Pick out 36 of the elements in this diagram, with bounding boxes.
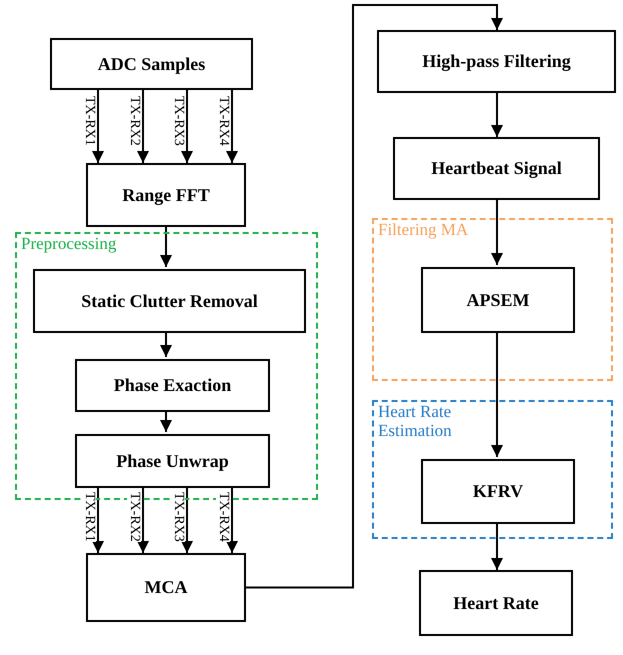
process-box: ADC Samples	[50, 38, 253, 90]
arrow	[160, 227, 172, 267]
edge-label: TX-RX1	[82, 492, 96, 542]
arrow	[160, 331, 172, 357]
dashed-group-frame	[372, 218, 613, 381]
arrow	[491, 331, 503, 457]
group-title: Preprocessing	[21, 235, 116, 254]
arrow	[491, 200, 503, 265]
arrow	[137, 90, 149, 163]
process-box: High-pass Filtering	[377, 30, 616, 93]
process-box: KFRV	[421, 459, 575, 524]
arrow	[181, 486, 193, 553]
arrow	[226, 486, 238, 553]
process-box: Static Clutter Removal	[33, 269, 306, 333]
edge-label: TX-RX4	[216, 492, 230, 542]
dashed-group-frame	[372, 400, 613, 539]
arrow	[92, 486, 104, 553]
arrow	[491, 93, 503, 137]
process-box: Heartbeat Signal	[393, 137, 600, 200]
arrow	[181, 90, 193, 163]
arrow	[137, 486, 149, 553]
process-box: APSEM	[421, 267, 575, 333]
process-box: MCA	[86, 553, 246, 622]
edge-label: TX-RX3	[171, 492, 185, 542]
process-box: Phase Unwrap	[75, 434, 270, 488]
arrow	[92, 90, 104, 163]
arrow	[491, 522, 503, 570]
group-title: Filtering MA	[378, 221, 468, 240]
arrow	[246, 4, 503, 588]
arrow	[226, 90, 238, 163]
process-box: Phase Exaction	[75, 359, 270, 412]
arrow	[160, 410, 172, 432]
process-box: Range FFT	[86, 163, 246, 227]
group-title: Heart Rate Estimation	[378, 403, 453, 440]
edge-label: TX-RX2	[127, 492, 141, 542]
process-box: Heart Rate	[419, 570, 573, 636]
